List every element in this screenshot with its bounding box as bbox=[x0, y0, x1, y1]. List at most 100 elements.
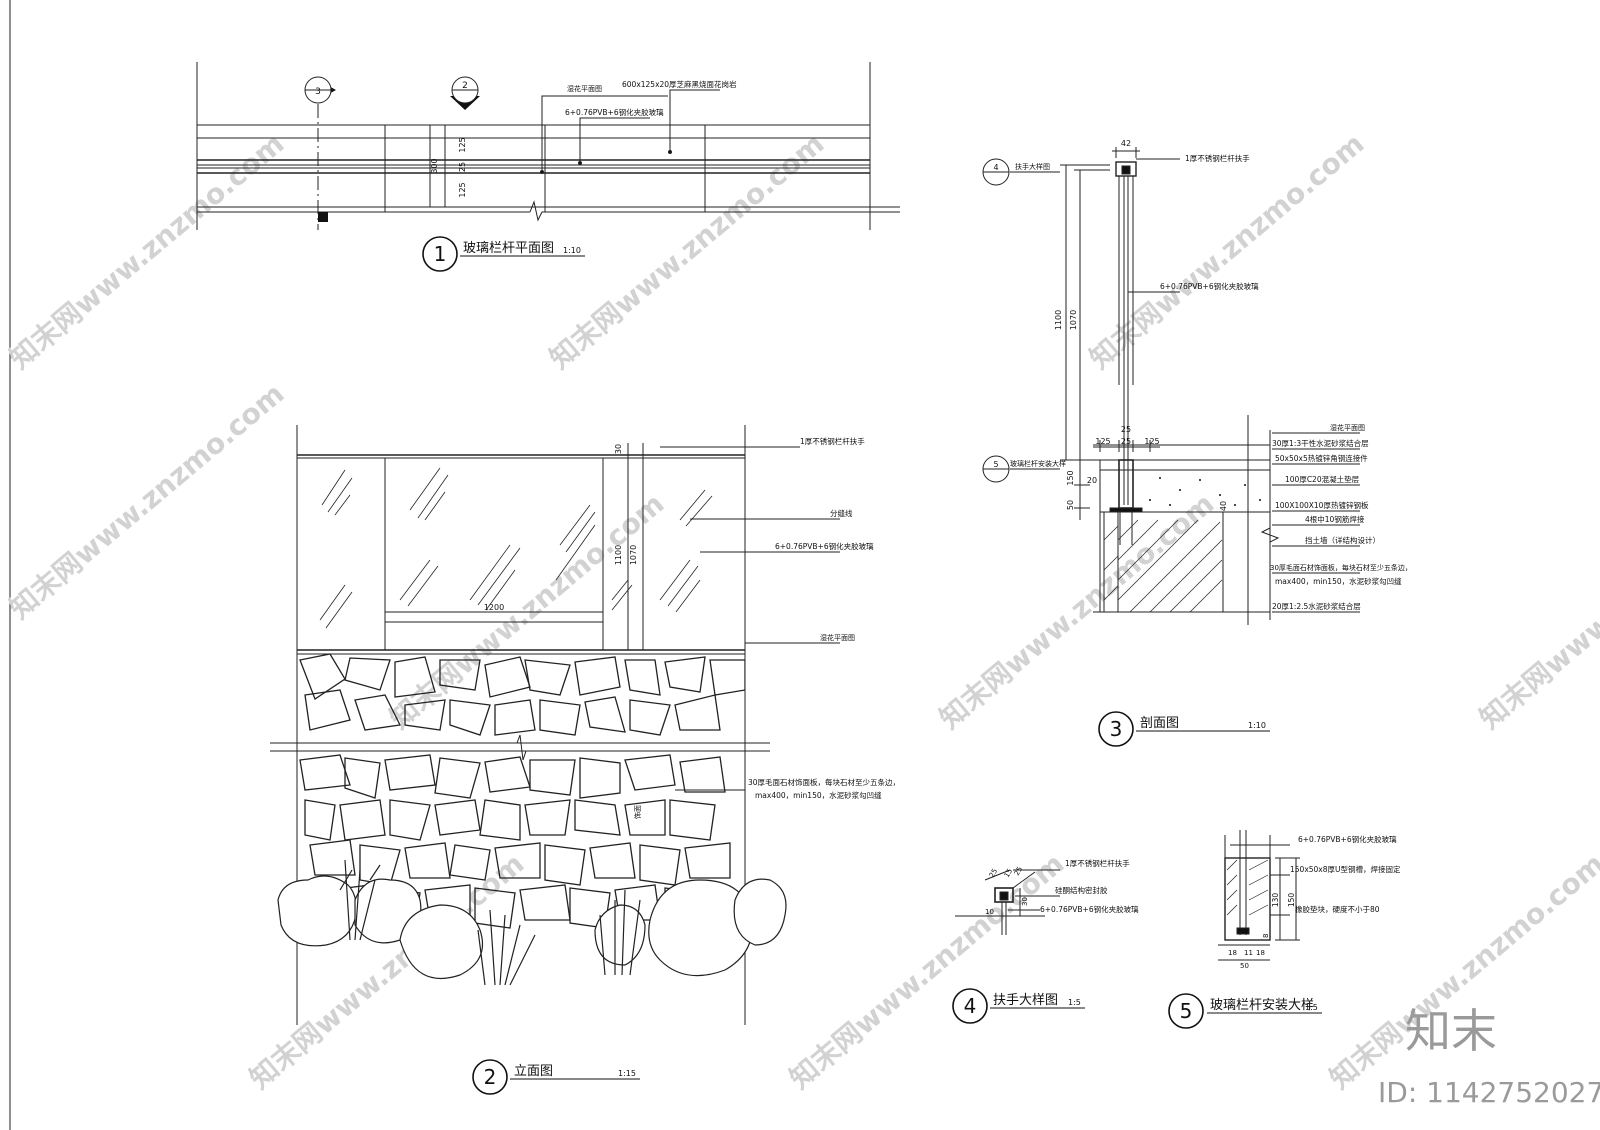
sec-dim-25: 25 bbox=[1121, 437, 1131, 446]
sec-dim-125b: 125 bbox=[1144, 437, 1159, 446]
view-scale: 1:10 bbox=[563, 246, 581, 255]
sec-dim-50: 50 bbox=[1066, 500, 1075, 510]
watermark-text: 知末网www.znzmo.com bbox=[783, 847, 1070, 1095]
sec-label-stone-1: 30厚毛面石材饰面板，每块石材至少五条边， bbox=[1270, 563, 1412, 572]
elevation-view bbox=[270, 425, 840, 1025]
sec-label-install-detail: 玻璃栏杆安装大样 bbox=[1010, 459, 1066, 468]
sec-label-screed: 20厚1:2.5水泥砂浆结合层 bbox=[1272, 601, 1361, 611]
ins-label-rubber: 橡胶垫块，硬度不小于80 bbox=[1295, 904, 1380, 914]
sec-label-rebar: 4根中10钢筋焊接 bbox=[1305, 514, 1365, 524]
section-view bbox=[1010, 147, 1360, 625]
view-title-2: 2 立面图 1:15 bbox=[472, 1059, 640, 1095]
ins-dim-11: 11 bbox=[1244, 949, 1253, 957]
ins-dim-18a: 18 bbox=[1228, 949, 1237, 957]
install-annotations: 6+0.76PVB+6钢化夹胶玻璃 150x50x8厚U型钢槽，焊接固定 橡胶垫… bbox=[1228, 834, 1401, 970]
watermark-text: 知末网www.znzmo.com bbox=[933, 487, 1220, 735]
hr-label-glass: 6+0.76PVB+6钢化夹胶玻璃 bbox=[1040, 904, 1139, 914]
sec-label-plan: 湿花平面图 bbox=[1330, 423, 1365, 432]
sec-label-angle: 50x50x5热镀锌角钢连接件 bbox=[1275, 453, 1368, 463]
watermark-text: 知末网www.znzmo.com bbox=[1323, 847, 1600, 1095]
elev-dim-1070: 1070 bbox=[629, 545, 638, 565]
sec-label-concrete: 100厚C20混凝土垫层 bbox=[1285, 474, 1360, 484]
sec-label-plate: 100X100X10厚热镀锌钢板 bbox=[1275, 500, 1369, 510]
marker-3-label: 3 bbox=[315, 87, 321, 97]
hr-label-sealant: 硅酮结构密封胶 bbox=[1055, 885, 1108, 895]
sec-dim-1100: 1100 bbox=[1054, 310, 1063, 330]
view-title: 扶手大样图 bbox=[993, 993, 1058, 1008]
view-title: 玻璃栏杆平面图 bbox=[463, 241, 554, 256]
handrail-detail bbox=[955, 869, 1060, 935]
ins-dim-50: 50 bbox=[1240, 962, 1249, 970]
plan-annotations: 3 2 湿花平面图 6+0.76PVB+6钢化夹胶玻璃 600x125x20厚芝… bbox=[315, 79, 737, 198]
landscape-rocks-plants bbox=[277, 859, 787, 986]
watermark-text: 知末网www.znzmo.com bbox=[1083, 127, 1370, 375]
elev-label-stone-2: max400，min150，水泥砂浆勾凹缝 bbox=[755, 790, 882, 800]
ins-label-glass: 6+0.76PVB+6钢化夹胶玻璃 bbox=[1298, 834, 1397, 844]
plan-note-2: 600x125x20厚芝麻黑烧面花岗岩 bbox=[622, 79, 737, 89]
watermark-text: 知末网www.znzmo.com bbox=[543, 127, 830, 375]
plan-view bbox=[196, 62, 900, 230]
elev-dim-30: 30 bbox=[614, 444, 623, 454]
elev-dim-1100: 1100 bbox=[614, 545, 623, 565]
plan-dim-25: 25 bbox=[458, 162, 467, 172]
view-title-5: 5 玻璃栏杆安装大样 1:5 bbox=[1168, 993, 1322, 1029]
view-title: 立面图 bbox=[514, 1064, 553, 1079]
ins-label-channel: 150x50x8厚U型钢槽，焊接固定 bbox=[1290, 864, 1401, 874]
watermark-layer: 知末网www.znzmo.com 知末网www.znzmo.com 知末网www… bbox=[3, 127, 1600, 1095]
watermark-text: 知末网www.znzmo.com bbox=[383, 487, 670, 735]
sec-label-stone-2: max400，min150，水泥砂浆勾凹缝 bbox=[1275, 576, 1402, 586]
elev-label-stone-1: 30厚毛面石材饰面板，每块石材至少五条边， bbox=[748, 777, 900, 787]
ins-dim-130: 130 bbox=[1271, 893, 1280, 908]
view-title-1: 1 玻璃栏杆平面图 1:10 bbox=[422, 236, 585, 272]
sec-dim-42: 42 bbox=[1121, 139, 1131, 148]
ins-dim-18b: 18 bbox=[1256, 949, 1265, 957]
hr-dim-15: 15 bbox=[1003, 867, 1014, 879]
plan-dim-125a: 125 bbox=[458, 137, 467, 152]
plan-dim-125b: 125 bbox=[458, 182, 467, 197]
view-scale: 1:5 bbox=[1305, 1003, 1318, 1012]
elev-label-handrail: 1厚不锈钢栏杆扶手 bbox=[800, 436, 865, 446]
marker-4-label: 4 bbox=[993, 163, 998, 172]
sec-label-mortar: 30厚1:3干性水泥砂浆结合层 bbox=[1272, 438, 1369, 448]
elevation-annotations: 1厚不锈钢栏杆扶手 分缝线 6+0.76PVB+6钢化夹胶玻璃 湿花平面图 30… bbox=[484, 436, 900, 819]
watermark-text: 知末网www.znzmo.com bbox=[1473, 487, 1600, 735]
marker-5-label: 5 bbox=[993, 460, 998, 469]
watermark-text: 知末网www.znzmo.com bbox=[3, 377, 290, 625]
section-markers: 4 5 bbox=[982, 158, 1010, 483]
view-number: 2 bbox=[484, 1065, 497, 1089]
elev-label-glass: 6+0.76PVB+6钢化夹胶玻璃 bbox=[775, 541, 874, 551]
view-title: 玻璃栏杆安装大样 bbox=[1210, 998, 1314, 1013]
plan-note-3: 6+0.76PVB+6钢化夹胶玻璃 bbox=[565, 107, 664, 117]
elev-label-finish: 饰面 bbox=[633, 805, 642, 819]
view-scale: 1:5 bbox=[1068, 998, 1081, 1007]
view-number: 3 bbox=[1110, 717, 1123, 741]
view-title: 剖面图 bbox=[1140, 716, 1179, 731]
ins-dim-8: 8 bbox=[1262, 934, 1270, 938]
hr-dim-10: 10 bbox=[985, 908, 994, 916]
elev-label-joint: 分缝线 bbox=[830, 508, 853, 518]
marker-2-label: 2 bbox=[462, 81, 468, 91]
view-title-3: 3 剖面图 1:10 bbox=[1098, 711, 1270, 747]
view-number: 1 bbox=[434, 242, 447, 266]
view-number: 4 bbox=[964, 994, 977, 1018]
hr-dim-25a: 25 bbox=[988, 867, 999, 879]
view-number: 5 bbox=[1180, 999, 1193, 1023]
view-scale: 1:10 bbox=[1248, 721, 1266, 730]
sec-dim-1070: 1070 bbox=[1069, 310, 1078, 330]
hr-label-handrail: 1厚不锈钢栏杆扶手 bbox=[1065, 858, 1130, 868]
asset-id: ID: 1142752027 bbox=[1378, 1076, 1600, 1109]
view-scale: 1:15 bbox=[618, 1069, 636, 1078]
watermark-text: 知末网www.znzmo.com bbox=[3, 127, 290, 375]
section-annotations: 1厚不锈钢栏杆扶手 扶手大样图 6+0.76PVB+6钢化夹胶玻璃 玻璃栏杆安装… bbox=[1010, 139, 1412, 611]
sec-label-handrail: 1厚不锈钢栏杆扶手 bbox=[1185, 153, 1250, 163]
sec-label-handrail-detail: 扶手大样图 bbox=[1015, 162, 1050, 171]
brand-logo: 知末 bbox=[1405, 1004, 1497, 1058]
hr-dim-25b: 25 bbox=[1013, 865, 1024, 877]
hr-dim-30: 30 bbox=[1021, 897, 1029, 906]
elev-label-plan: 湿花平面图 bbox=[820, 633, 855, 642]
sec-dim-125a: 125 bbox=[1095, 437, 1110, 446]
view-title-4: 4 扶手大样图 1:5 bbox=[952, 988, 1085, 1024]
sec-dim-40: 40 bbox=[1219, 501, 1228, 511]
ins-dim-150: 150 bbox=[1287, 893, 1296, 908]
